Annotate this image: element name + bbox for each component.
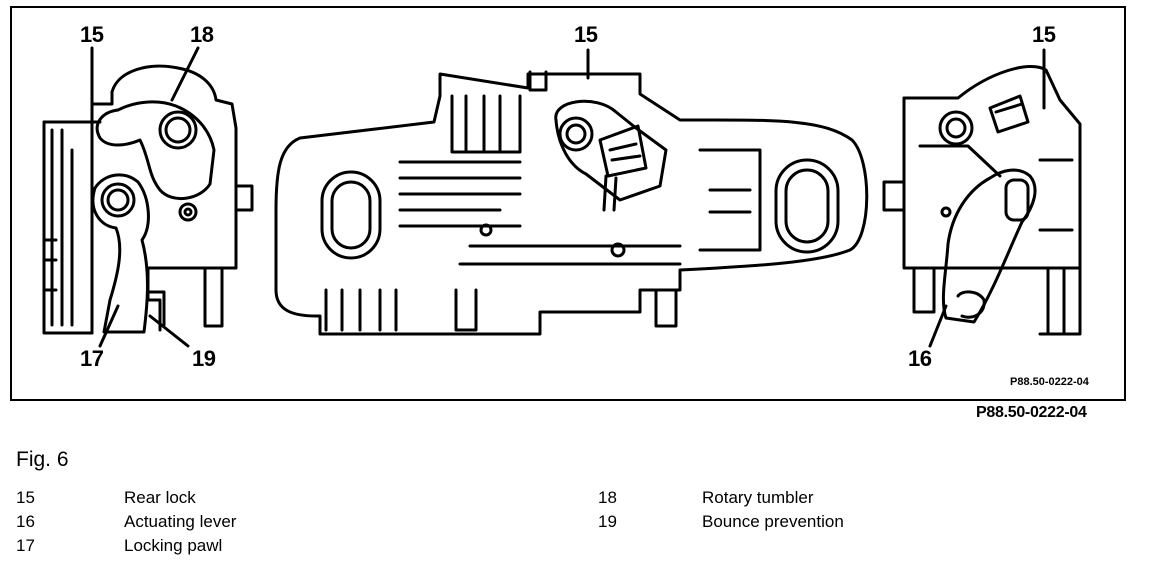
left-lock-view [42, 46, 254, 348]
legend-number: 17 [16, 536, 35, 555]
figure-code-outer: P88.50-0222-04 [976, 404, 1087, 421]
callout-left-19: 19 [192, 346, 216, 371]
callout-left-17: 17 [80, 346, 104, 371]
callout-left-15: 15 [80, 22, 104, 47]
legend-number: 19 [598, 512, 617, 531]
legend-number: 18 [598, 488, 617, 507]
legend-text: Bounce prevention [702, 512, 844, 531]
legend-text: Rear lock [124, 488, 196, 507]
right-lock-view [882, 48, 1082, 348]
legend-text: Locking pawl [124, 536, 223, 555]
legend-text: Actuating lever [124, 512, 237, 531]
diagram-frame [10, 6, 1126, 401]
figure-code-inner: P88.50-0222-04 [1010, 376, 1089, 388]
center-lock-view [274, 48, 869, 336]
legend-number: 16 [16, 512, 35, 531]
legend-text: Rotary tumbler [702, 488, 814, 507]
callout-right-15: 15 [1032, 22, 1056, 47]
callout-right-16: 16 [908, 346, 932, 371]
callout-left-18: 18 [190, 22, 214, 47]
legend-number: 15 [16, 488, 35, 507]
callout-center-15: 15 [574, 22, 598, 47]
figure-title: Fig. 6 [16, 448, 69, 471]
